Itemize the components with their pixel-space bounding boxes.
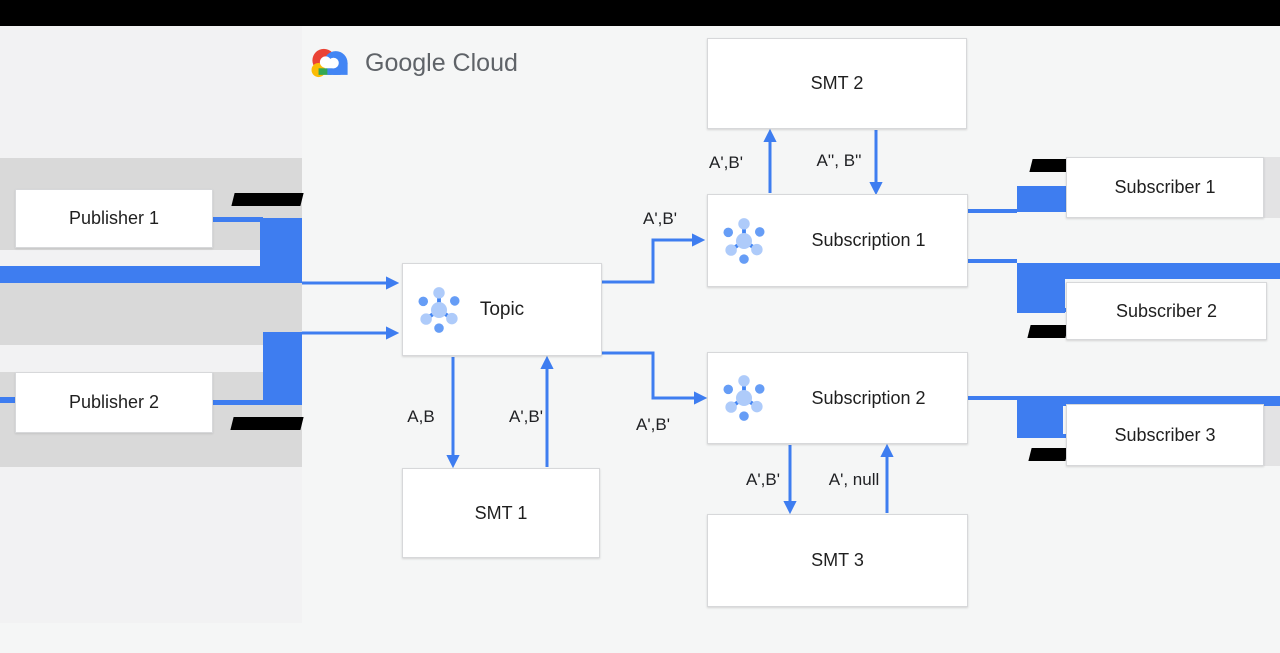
publisher1-pipe-line [213,217,263,222]
node-label: SMT 2 [810,73,864,93]
edge-label-smt2-to-sub1: A'', B'' [816,151,862,170]
subscription2-out-line [968,396,1017,400]
arrow-topic-to-subscription2 [602,351,708,405]
node-label: Subscriber 3 [1114,424,1216,445]
edge-label-smt3-to-sub2: A', null [828,470,880,489]
arrow-topic-to-subscription1 [602,233,706,284]
publisher2-pipe-line [213,400,263,405]
subscription1-out-line1 [968,209,1017,213]
subscriber2-pipe-bar [1017,263,1280,279]
gray-strip [1264,157,1280,218]
node-label: SMT 3 [811,550,864,570]
edge-label-sub2-to-smt3: A',B' [746,470,780,489]
node-label: Subscription 1 [811,230,926,250]
subscriber2-pipe-tail [1050,308,1066,312]
top-black-bar [0,0,1280,26]
subscriber1-pipe-block [1017,186,1066,212]
subscriber3-pipe-tail [1048,434,1066,438]
node-label: Subscriber 1 [1114,177,1216,197]
node-label: Subscriber 2 [1115,300,1218,321]
subscriber3-pipe-bar [1017,396,1280,406]
node-label: Subscription 2 [811,387,926,408]
pubsub-subscription-icon [723,374,765,422]
node-label: Publisher 1 [68,208,160,228]
gray-strip [1264,404,1280,466]
node-publisher-1: Publisher 1 [15,189,213,248]
node-subscriber-1: Subscriber 1 [1066,157,1264,218]
node-subscriber-2: Subscriber 2 [1066,282,1267,340]
subscriber3-pipe-block [1017,396,1063,438]
pubsub-topic-icon [418,286,460,334]
edge-label-smt1-to-topic: A',B' [509,407,543,426]
subscription1-out-line2 [968,259,1017,263]
node-smt-1: SMT 1 [402,468,600,558]
publish-pipe-bar [0,266,302,283]
subscriber2-pipe-block [1017,263,1065,313]
node-subscriber-3: Subscriber 3 [1066,404,1264,466]
node-topic: Topic [402,263,602,356]
google-cloud-logo-icon [308,45,352,81]
node-label: Topic [479,298,525,320]
node-subscription-1: Subscription 1 [707,194,968,287]
edge-label-sub1-to-smt2: A',B' [709,153,743,172]
google-cloud-logo: Google Cloud [308,42,548,84]
google-cloud-logo-text: Google Cloud [365,48,518,77]
edge-label-topic-to-sub2: A',B' [636,415,670,434]
node-subscription-2: Subscription 2 [707,352,968,444]
node-publisher-2: Publisher 2 [15,372,213,433]
node-label: SMT 1 [474,502,528,523]
publisher2-pipe-block [263,332,302,405]
edge-label-topic-to-sub1: A',B' [643,209,677,228]
node-smt-3: SMT 3 [707,514,968,607]
edge-label-topic-to-smt1: A,B [407,407,435,426]
node-smt-2: SMT 2 [707,38,967,129]
publisher2-pipe-stub [0,397,15,403]
gray-band [0,283,302,345]
pubsub-subscription-icon [723,217,765,265]
node-label: Publisher 2 [68,392,160,412]
